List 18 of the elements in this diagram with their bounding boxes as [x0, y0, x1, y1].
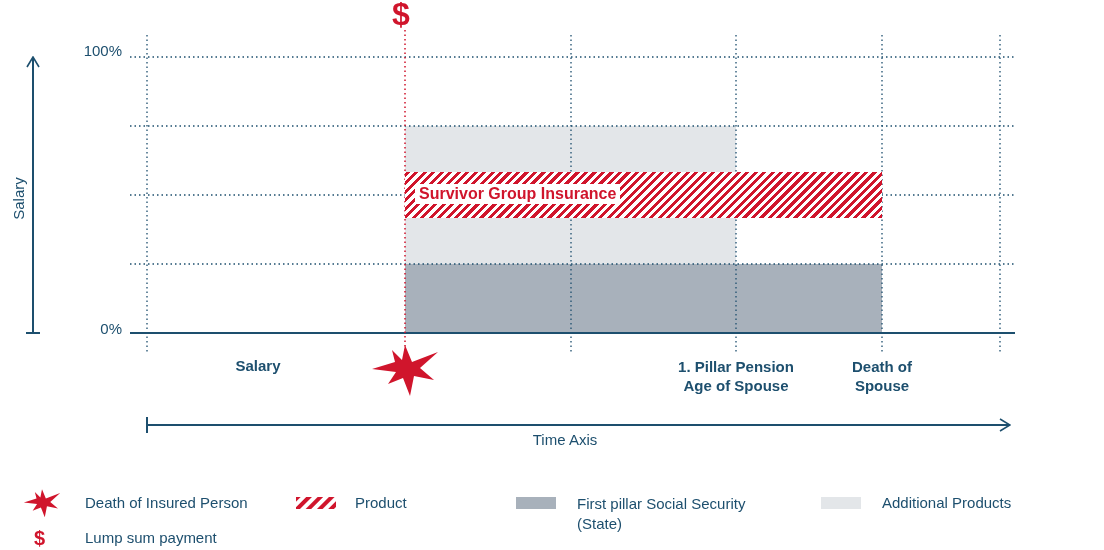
axis-title: Salary	[9, 176, 27, 222]
legend-text: Additional Products	[882, 494, 1012, 511]
phase-label: Death of Spouse	[851, 357, 913, 395]
phase-label: Salary	[234, 357, 282, 374]
legend-text: Lump sum payment	[85, 529, 217, 546]
axis-title: Time Axis	[531, 431, 599, 448]
dollar-sign: $	[34, 527, 46, 550]
tick-label: 0%	[99, 320, 122, 337]
band-title: Survivor Group Insurance	[415, 184, 621, 204]
additional-products-bar	[405, 126, 736, 264]
insurance-band	[405, 172, 882, 218]
phase-label: 1. Pillar Pension Age of Spouse	[677, 357, 795, 395]
legend-text: First pillar Social Security (State)	[577, 494, 747, 534]
legend-text: Death of Insured Person	[85, 494, 248, 511]
social-security-bar	[405, 264, 882, 333]
tick-label: 100%	[82, 42, 122, 59]
legend-text: Product	[355, 494, 407, 511]
dollar-sign: $	[392, 0, 410, 33]
